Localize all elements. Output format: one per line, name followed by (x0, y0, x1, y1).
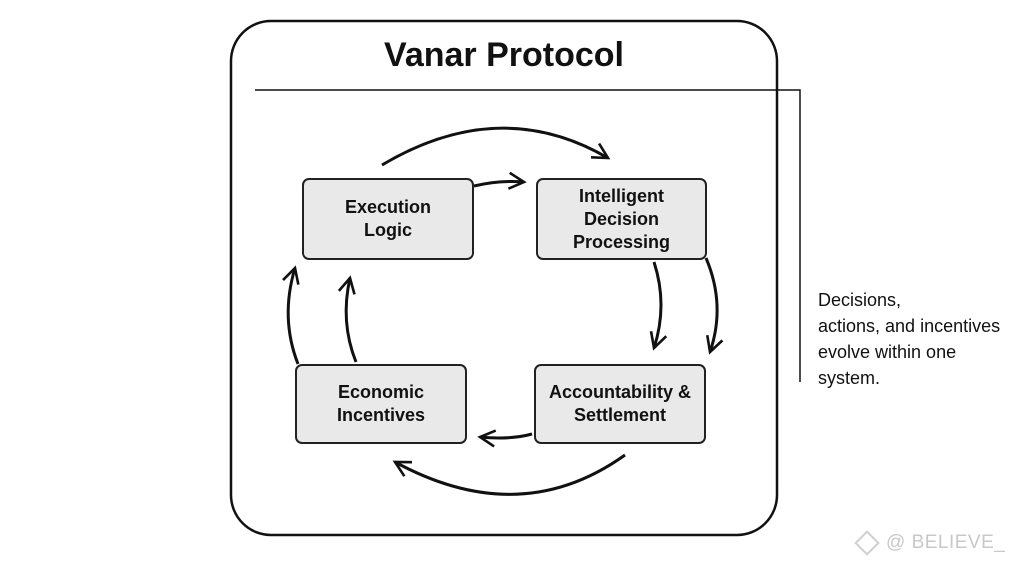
node-label: Accountability & Settlement (548, 382, 691, 425)
node-accountability-settlement: Accountability & Settlement (534, 364, 706, 444)
side-note: Decisions, actions, and incentives evolv… (818, 290, 1001, 388)
watermark-text: @ BELIEVE_ (886, 532, 1006, 553)
node-intelligent-decision-processing: Intelligent Decision Processing (536, 178, 707, 260)
title-divider-line (255, 89, 801, 382)
arrow-bottom-arc (392, 453, 626, 496)
arrow-decision-to-settlement-2 (704, 257, 724, 355)
arrow-execution-to-decision (473, 171, 527, 190)
arrow-top-arc (381, 126, 611, 167)
node-execution-logic: Execution Logic (302, 178, 474, 260)
arrow-incentives-to-execution-1 (282, 265, 300, 365)
node-label: Execution Logic (344, 197, 432, 240)
arrow-decision-to-settlement-1 (649, 261, 668, 351)
watermark: @ BELIEVE_ (854, 530, 1006, 556)
node-label: Intelligent Decision Processing (572, 185, 671, 252)
node-economic-incentives: Economic Incentives (295, 364, 467, 444)
outer-frame (229, 19, 779, 537)
diagram-title: Vanar Protocol (384, 36, 624, 74)
arrow-settlement-to-incentives (477, 429, 533, 448)
arrow-incentives-to-execution-2 (337, 275, 358, 363)
node-label: Economic Incentives (336, 382, 426, 425)
binance-logo-icon (854, 530, 880, 556)
